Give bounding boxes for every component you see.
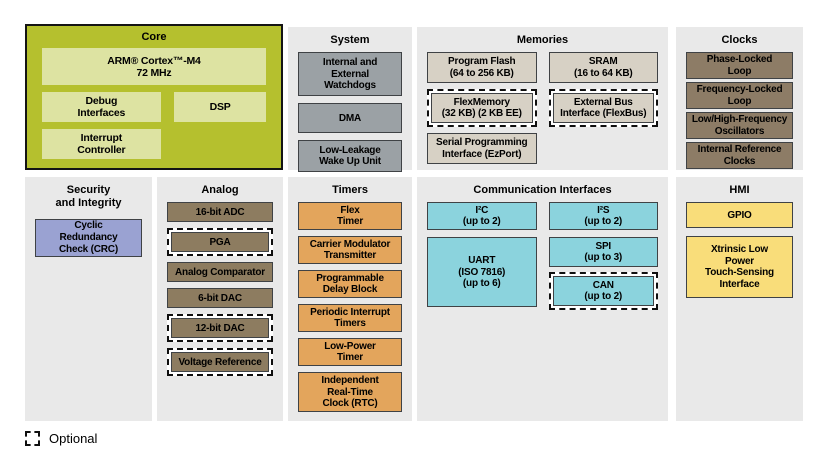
optional-flexbus: External Bus Interface (FlexBus) [548, 89, 658, 128]
block-sram: SRAM (16 to 64 KB) [548, 52, 658, 84]
block-6bit-dac: 6-bit DAC [167, 288, 273, 309]
block-dma: DMA [298, 103, 402, 134]
block-program-flash: Program Flash (64 to 256 KB) [427, 52, 537, 84]
hmi-title: HMI [729, 184, 750, 196]
block-arm-cortex-m4: ARM® Cortex™-M4 72 MHz [42, 48, 266, 86]
optional-can: CAN (up to 2) [548, 272, 658, 311]
optional-flexmemory: FlexMemory (32 KB) (2 KB EE) [427, 89, 537, 128]
block-internal-reference-clocks: Internal Reference Clocks [686, 142, 793, 170]
legend: Optional [25, 431, 97, 446]
system-boxes: Internal and External Watchdogs DMA Low-… [298, 52, 402, 173]
block-can: CAN (up to 2) [552, 276, 654, 307]
block-watchdogs: Internal and External Watchdogs [298, 52, 402, 97]
comm-left-column: I²C (up to 2) UART (ISO 7816) (up to 6) [427, 202, 537, 310]
timers-title: Timers [332, 184, 368, 196]
memories-title: Memories [516, 34, 569, 46]
timers-boxes: Flex Timer Carrier Modulator Transmitter… [298, 202, 402, 413]
analog-boxes: 16-bit ADC PGA Analog Comparator 6-bit D… [167, 202, 273, 377]
block-i2c: I²C (up to 2) [427, 202, 537, 231]
comm-right-column: I²S (up to 2) SPI (up to 3) CAN (up to 2… [548, 202, 658, 311]
block-fll: Frequency-Locked Loop [686, 82, 793, 110]
block-periodic-interrupt-timers: Periodic Interrupt Timers [298, 304, 402, 333]
block-dsp: DSP [174, 92, 266, 123]
clocks-boxes: Phase-Locked Loop Frequency-Locked Loop … [686, 52, 793, 170]
panel-communication-interfaces: Communication Interfaces I²C (up to 2) U… [417, 177, 668, 421]
analog-title: Analog [201, 184, 239, 196]
block-spi: SPI (up to 3) [548, 237, 658, 268]
panel-system: System Internal and External Watchdogs D… [288, 27, 412, 173]
panel-timers: Timers Flex Timer Carrier Modulator Tran… [288, 177, 412, 421]
block-12bit-dac: 12-bit DAC [171, 318, 269, 339]
block-16bit-adc: 16-bit ADC [167, 202, 273, 223]
panel-clocks: Clocks Phase-Locked Loop Frequency-Locke… [676, 27, 803, 170]
block-voltage-reference: Voltage Reference [171, 352, 269, 373]
panel-hmi: HMI GPIO Xtrinsic Low Power Touch-Sensin… [676, 177, 803, 421]
block-crc: Cyclic Redundancy Check (CRC) [35, 218, 142, 257]
system-title: System [330, 34, 370, 46]
panel-analog: Analog 16-bit ADC PGA Analog Comparator … [157, 177, 283, 421]
block-interrupt-controller: Interrupt Controller [42, 129, 161, 160]
block-uart: UART (ISO 7816) (up to 6) [427, 237, 537, 308]
legend-label: Optional [49, 431, 98, 446]
block-rtc: Independent Real-Time Clock (RTC) [298, 372, 402, 413]
clocks-title: Clocks [721, 34, 758, 46]
optional-12bit-dac: 12-bit DAC [167, 314, 273, 343]
block-pll: Phase-Locked Loop [686, 52, 793, 80]
core-title: Core [141, 31, 167, 43]
block-analog-comparator: Analog Comparator [167, 262, 273, 283]
core-row: Debug Interfaces DSP [42, 92, 266, 123]
block-ezport: Serial Programming Interface (EzPort) [427, 133, 537, 165]
comm-boxes: I²C (up to 2) UART (ISO 7816) (up to 6) … [427, 202, 658, 311]
block-gpio: GPIO [686, 202, 793, 229]
block-pga: PGA [171, 232, 269, 253]
block-carrier-modulator-transmitter: Carrier Modulator Transmitter [298, 236, 402, 265]
block-llwu: Low-Leakage Wake Up Unit [298, 140, 402, 173]
block-i2s: I²S (up to 2) [548, 202, 658, 231]
block-oscillators: Low/High-Frequency Oscillators [686, 112, 793, 140]
block-low-power-timer: Low-Power Timer [298, 338, 402, 367]
block-flex-timer: Flex Timer [298, 202, 402, 231]
block-flexmemory: FlexMemory (32 KB) (2 KB EE) [431, 93, 533, 124]
block-external-bus-interface: External Bus Interface (FlexBus) [552, 93, 654, 124]
block-touch-sensing-interface: Xtrinsic Low Power Touch-Sensing Interfa… [686, 236, 793, 299]
optional-voltage-reference: Voltage Reference [167, 348, 273, 377]
panel-security-integrity: Security and Integrity Cyclic Redundancy… [25, 177, 152, 421]
optional-pga: PGA [167, 228, 273, 257]
memories-boxes: Program Flash (64 to 256 KB) SRAM (16 to… [427, 52, 658, 165]
panel-memories: Memories Program Flash (64 to 256 KB) SR… [417, 27, 668, 170]
block-debug-interfaces: Debug Interfaces [42, 92, 161, 123]
panel-core: Core ARM® Cortex™-M4 72 MHz Debug Interf… [25, 24, 283, 170]
comm-title: Communication Interfaces [473, 184, 612, 196]
optional-dashed-icon [25, 431, 40, 446]
block-programmable-delay-block: Programmable Delay Block [298, 270, 402, 299]
security-title: Security and Integrity [55, 184, 122, 210]
